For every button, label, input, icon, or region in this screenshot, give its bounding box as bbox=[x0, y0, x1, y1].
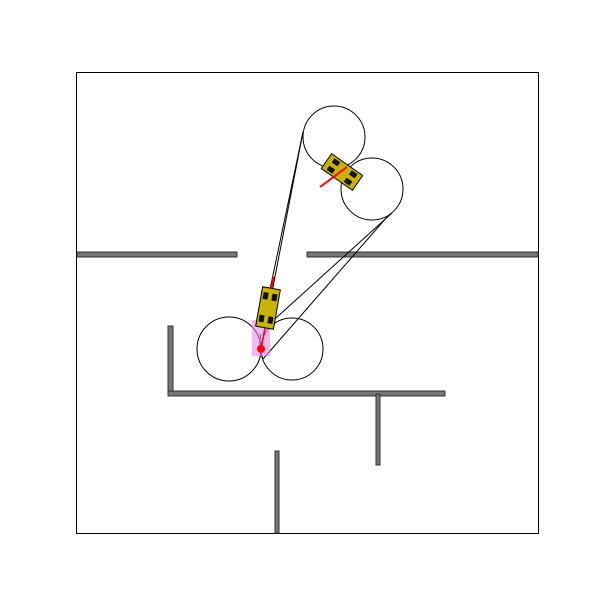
car-icon bbox=[320, 153, 364, 191]
wall-left-vertical bbox=[167, 325, 174, 397]
path-segment bbox=[263, 131, 304, 319]
goal-dot bbox=[257, 345, 265, 353]
path-segment bbox=[265, 212, 393, 328]
arrow-icon bbox=[319, 166, 348, 188]
path-segment bbox=[262, 216, 388, 360]
wall-mid-horizontal bbox=[167, 390, 446, 397]
wall-top-right bbox=[306, 251, 539, 258]
wall-bottom-vertical bbox=[274, 450, 280, 534]
wall-top-left bbox=[76, 251, 238, 258]
turning-circle-right bbox=[340, 157, 404, 221]
turning-circle-bottom-left bbox=[196, 316, 262, 382]
wall-mid-vertical bbox=[375, 393, 381, 466]
car-icon bbox=[255, 276, 281, 330]
walls bbox=[76, 251, 539, 534]
arena-boundary bbox=[76, 72, 539, 534]
